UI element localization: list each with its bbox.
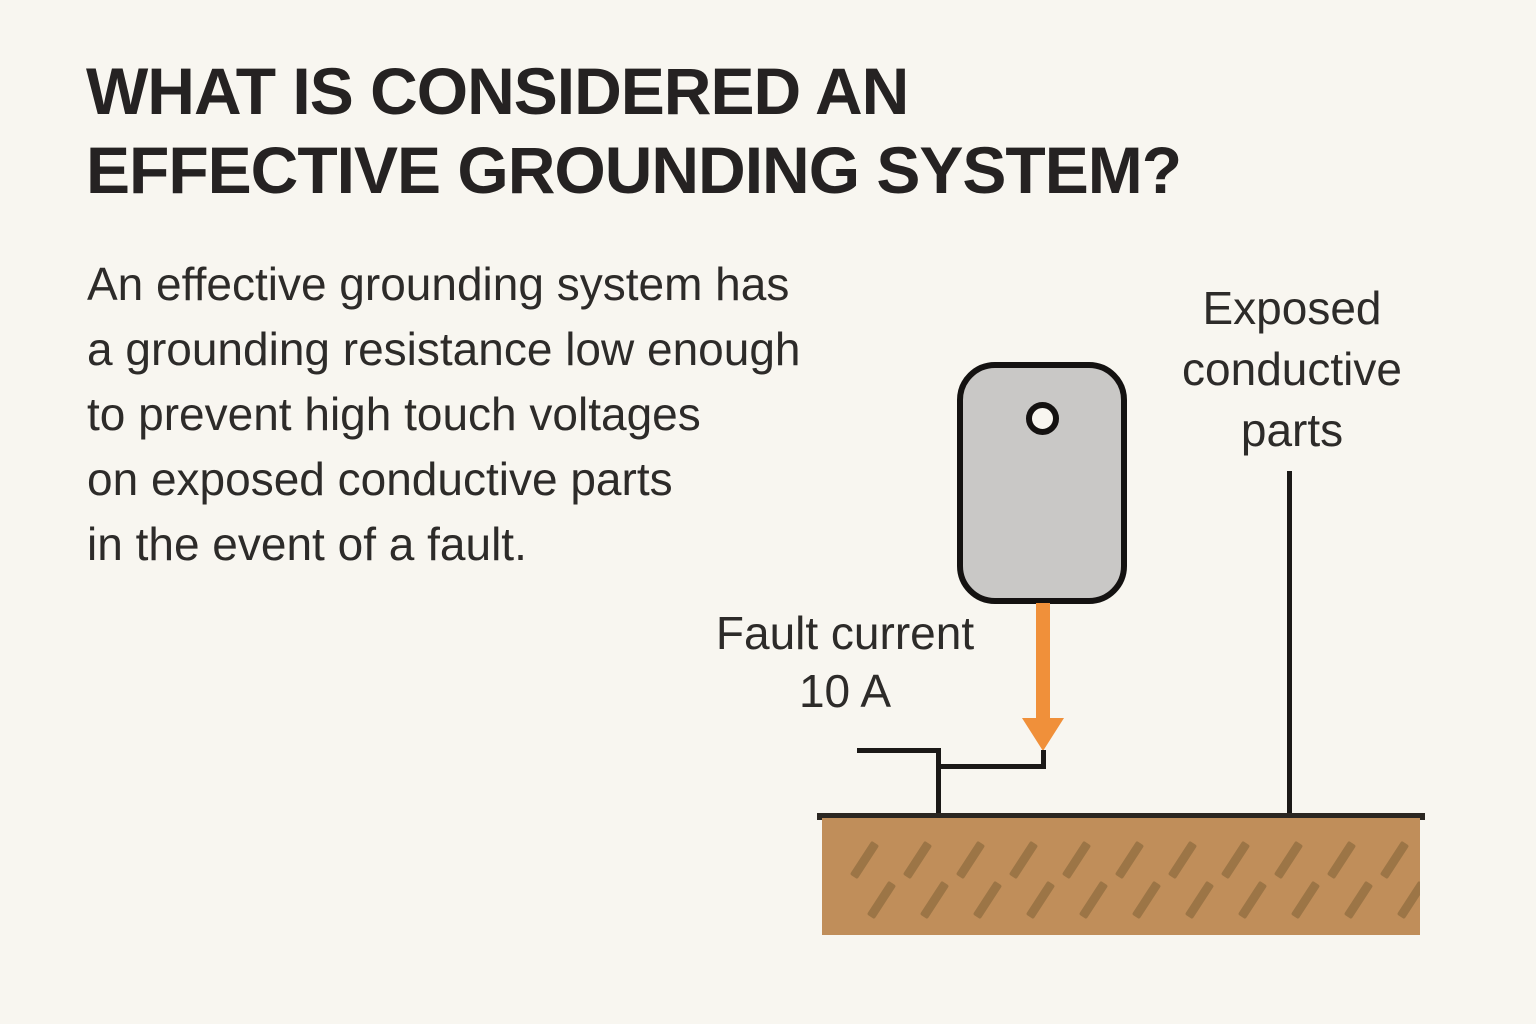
page-title-line-1: WHAT IS CONSIDERED AN: [86, 54, 909, 128]
soil-hatch-mark: [866, 880, 897, 920]
exposed-parts-label-line: conductive: [1182, 343, 1402, 395]
appliance-body: [957, 362, 1127, 604]
fault-current-value: 10 A: [798, 665, 892, 717]
intro-line: to prevent high touch voltages: [87, 388, 701, 440]
soil-hatch-mark: [1167, 840, 1198, 880]
soil-hatch-mark: [1326, 840, 1357, 880]
page-title: WHAT IS CONSIDERED AN EFFECTIVE GROUNDIN…: [86, 52, 1182, 210]
soil-hatch-mark: [1273, 840, 1304, 880]
intro-line: An effective grounding system has: [87, 258, 790, 310]
ground-wire-segment: [857, 748, 940, 753]
ground-wire-segment: [936, 764, 1046, 769]
soil-hatch-mark: [1379, 840, 1410, 880]
intro-line: on exposed conductive parts: [87, 453, 673, 505]
exposed-parts-label: Exposed conductive parts: [1162, 278, 1422, 461]
soil-hatch-mark: [1220, 840, 1251, 880]
soil-hatch-mark: [849, 840, 880, 880]
exposed-parts-label-line: parts: [1240, 404, 1344, 456]
intro-line: in the event of a fault.: [87, 518, 527, 570]
soil-hatch-mark: [1025, 880, 1056, 920]
exposed-parts-label-line: Exposed: [1202, 282, 1382, 334]
soil-hatch-mark: [1290, 880, 1321, 920]
ground-surface-line: [817, 813, 1425, 820]
soil-hatch-mark: [1396, 880, 1420, 920]
intro-line: a grounding resistance low enough: [87, 323, 801, 375]
fault-current-label-text: Fault current: [715, 607, 975, 659]
soil-hatch-mark: [1061, 840, 1092, 880]
soil-hatch-mark: [1078, 880, 1109, 920]
soil-hatch-mark: [1237, 880, 1268, 920]
soil-hatch-mark: [1184, 880, 1215, 920]
arrow-head: [1022, 718, 1064, 751]
page-title-line-2: EFFECTIVE GROUNDING SYSTEM?: [86, 133, 1182, 207]
appliance-knockout-circle: [1026, 402, 1059, 435]
earth-ground: [822, 818, 1420, 935]
intro-paragraph: An effective grounding system has a grou…: [87, 252, 801, 577]
ground-wire-segment: [936, 748, 941, 822]
soil-hatch-mark: [1131, 880, 1162, 920]
exposed-parts-conductor-line: [1287, 471, 1292, 820]
soil-hatch-mark: [1343, 880, 1374, 920]
soil-hatch-mark: [955, 840, 986, 880]
soil-hatch-mark: [1114, 840, 1145, 880]
soil-hatch-mark: [972, 880, 1003, 920]
soil-hatch-mark: [902, 840, 933, 880]
soil-hatch-mark: [1008, 840, 1039, 880]
arrow-shaft: [1036, 603, 1050, 720]
soil-hatch-mark: [919, 880, 950, 920]
ground-wire-segment: [1041, 750, 1046, 769]
fault-current-label: Fault current 10 A: [695, 604, 995, 720]
